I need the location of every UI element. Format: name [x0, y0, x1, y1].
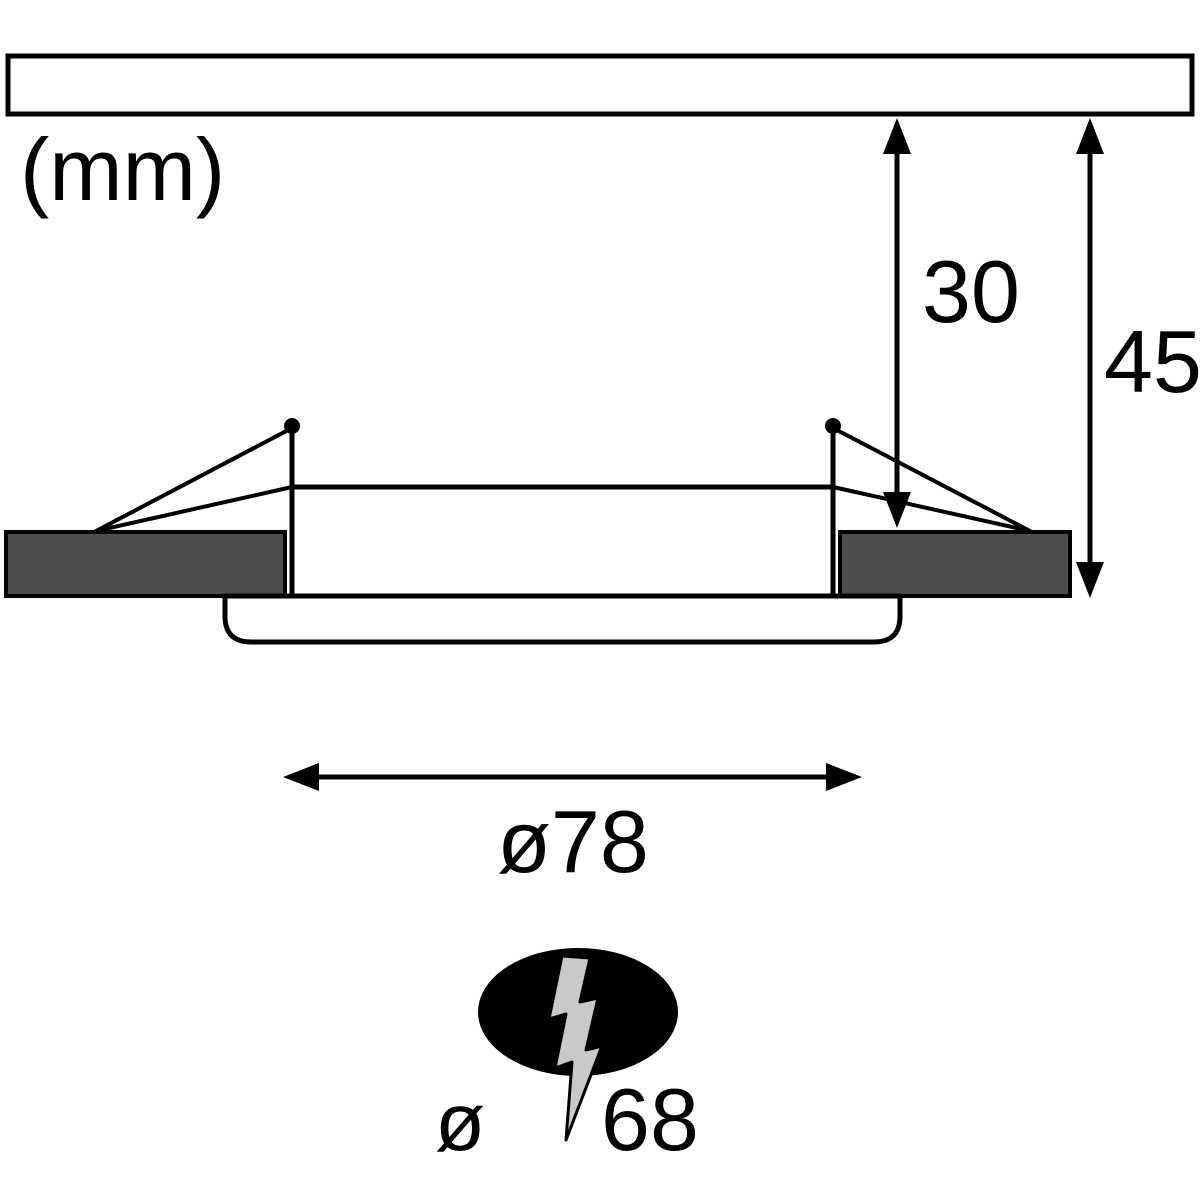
recess-depth-dimension: 30: [883, 118, 1020, 528]
unit-label: (mm): [20, 120, 225, 219]
cutout-diameter-symbol: ø: [435, 1077, 485, 1168]
trim-flange-right: [838, 530, 1072, 598]
arrowhead-up-icon: [1076, 118, 1104, 154]
fixture-cross-section: [4, 418, 1072, 645]
trim-flange-left: [4, 530, 287, 598]
outer-diameter-dimension: ø78: [283, 763, 862, 891]
arrowhead-right-icon: [826, 763, 862, 791]
arrowhead-up-icon: [883, 118, 911, 154]
clip-pivot-left: [284, 418, 300, 434]
cutout-diameter-value: 68: [601, 1070, 699, 1169]
trim-ring: [222, 593, 903, 645]
cutout-symbol-group: ø 68: [435, 948, 699, 1169]
arrowhead-left-icon: [283, 763, 319, 791]
outer-diameter-value: ø78: [497, 792, 649, 891]
clip-pivot-right: [825, 418, 841, 434]
total-depth-dimension: 45: [1076, 118, 1200, 598]
lightning-bolt-icon: [547, 954, 604, 1142]
arrowhead-down-icon: [1076, 562, 1104, 598]
total-depth-value: 45: [1104, 312, 1200, 411]
spring-clip-left: [94, 426, 294, 533]
recess-depth-value: 30: [922, 242, 1020, 341]
arrowhead-down-icon: [883, 492, 911, 528]
spring-clip-right: [831, 426, 1032, 533]
ceiling-panel: [5, 53, 1195, 117]
